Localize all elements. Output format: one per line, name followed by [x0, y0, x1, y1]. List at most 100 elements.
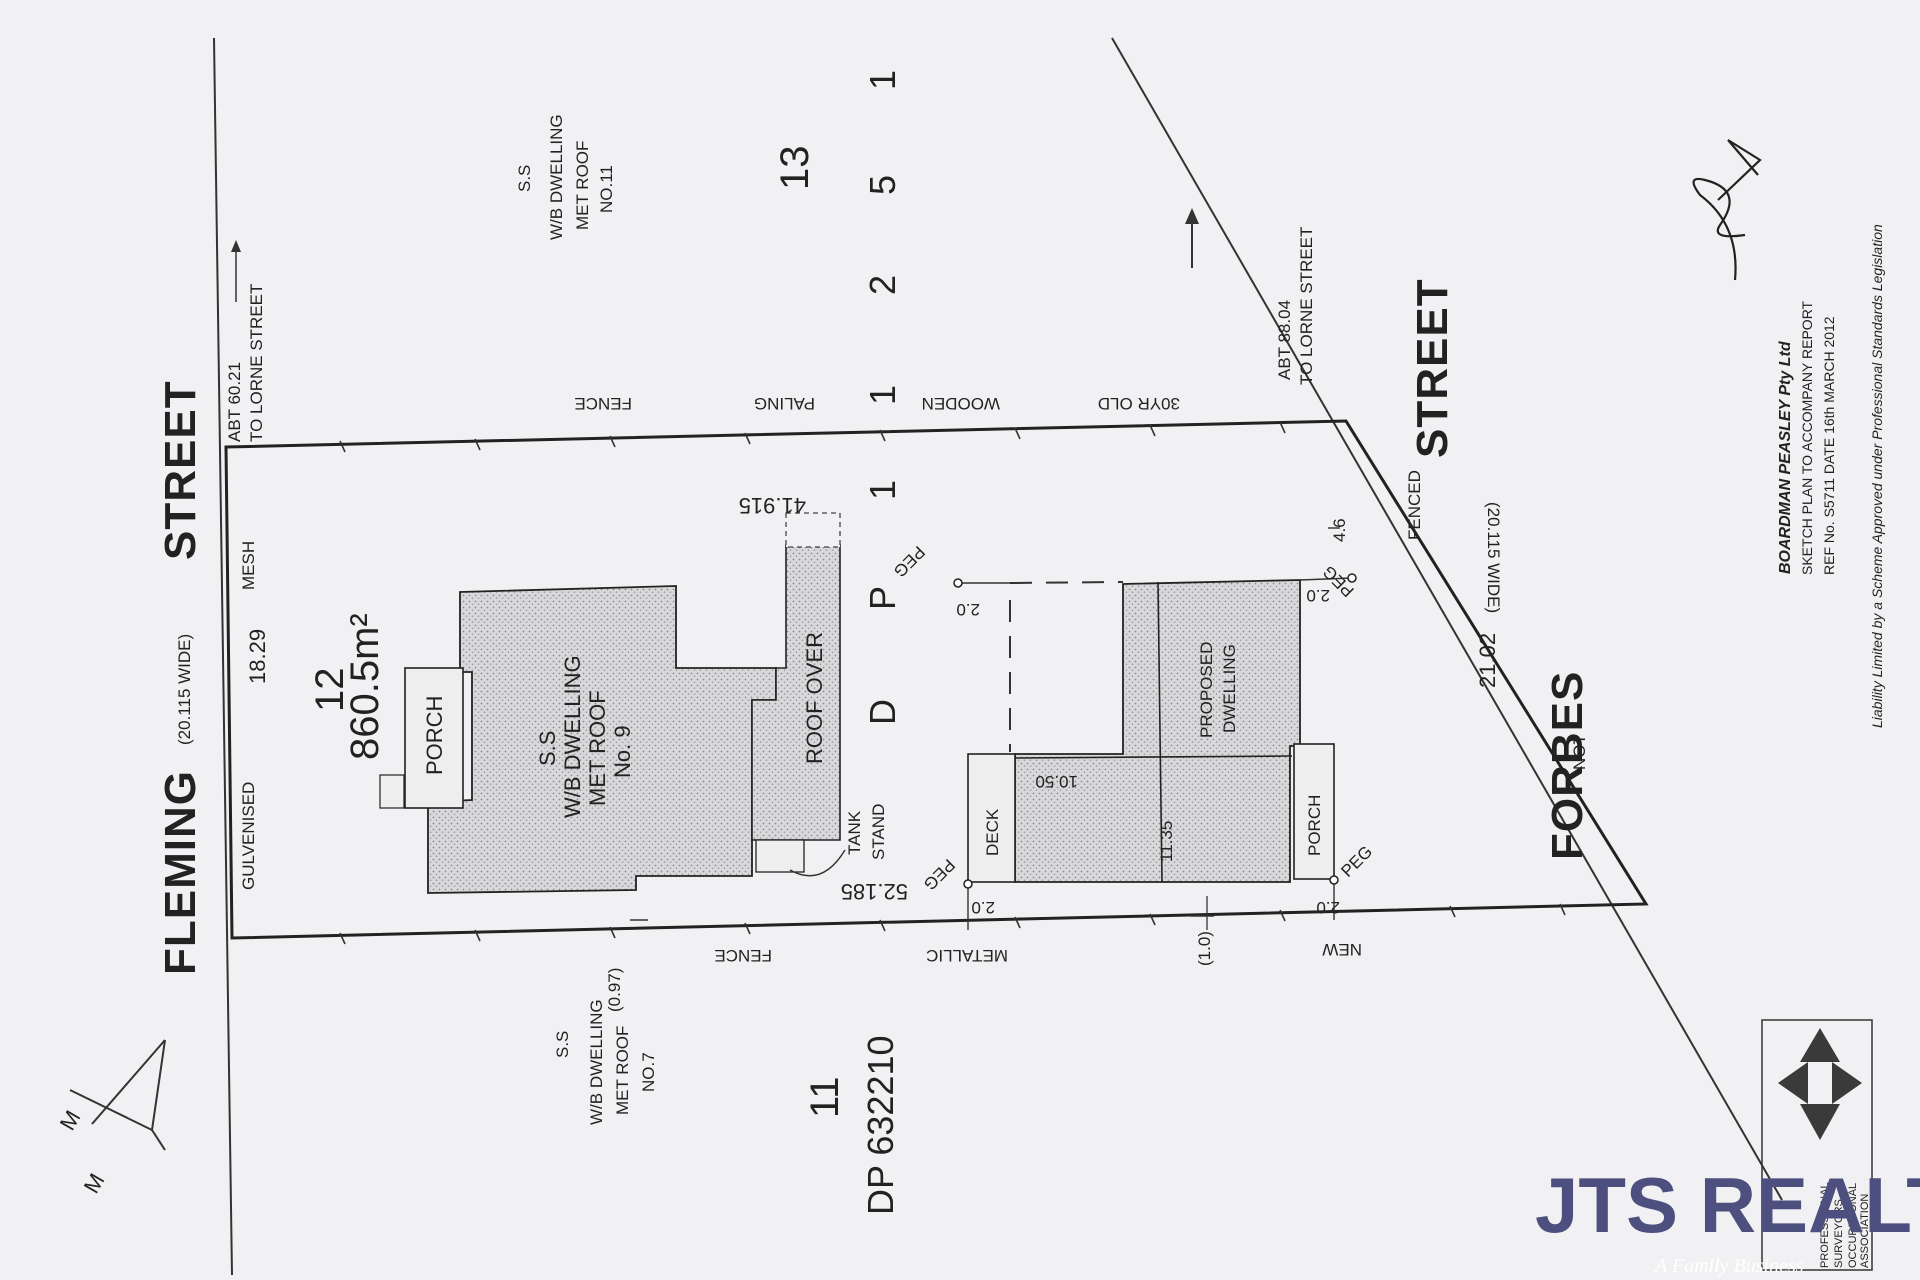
dimension-ticks — [630, 527, 1340, 921]
porch-label: PORCH — [422, 696, 447, 775]
forbes-street-suffix: STREET — [1408, 278, 1457, 458]
dim-side-right: 41.915 — [739, 493, 806, 518]
lot-11: 11 — [803, 1076, 847, 1118]
dim-side-left: 52.185 — [841, 879, 908, 904]
proposed-divider-h — [1014, 755, 1293, 759]
forbes-street-word: FORBES — [1543, 671, 1592, 860]
ref-right-to: TO LORNE STREET — [1297, 227, 1316, 385]
brand-name: JTS REALTY — [1535, 1161, 1920, 1249]
existing-line3: MET ROOF — [585, 690, 610, 806]
porch2-label: PORCH — [1305, 795, 1324, 856]
association-logo-icon — [1778, 1028, 1862, 1140]
offset-097: (0.97) — [605, 968, 624, 1012]
ref-top-arrow-head — [231, 240, 241, 252]
surveyor-line1: SKETCH PLAN TO ACCOMPANY REPORT — [1799, 300, 1815, 575]
dp-digit-2b: 2 — [862, 275, 903, 295]
dp-digit-1b: 1 — [862, 70, 903, 90]
peg-offset-top-right: 2.0 — [1306, 586, 1330, 605]
ref-top-abt: ABT 60.21 — [225, 362, 244, 442]
north-arrow — [69, 1039, 166, 1151]
fence-ticks — [339, 421, 1566, 945]
tank-stand-leader — [789, 849, 846, 877]
lot-12-boundary — [224, 419, 1649, 940]
fence-right-wooden: WOODEN — [922, 394, 1000, 413]
association-line-1: PROFESSIONAL — [1819, 1182, 1831, 1268]
fence-galvanised: GULVENISED — [239, 782, 258, 890]
existing-line2: W/B DWELLING — [560, 655, 585, 818]
n7-line1: S.S — [553, 1031, 572, 1058]
lot-12-number: 12 — [308, 668, 352, 713]
fence-right-paling: PALING — [754, 394, 815, 413]
porch-steps — [379, 774, 405, 809]
n11-line1: S.S — [515, 165, 534, 192]
dim-front: 18.29 — [245, 629, 270, 684]
roof-over — [751, 544, 841, 841]
peg-offset-lines — [958, 577, 1353, 930]
surveyor-line2: REF No. S5711 DATE 16th MARCH 2012 — [1821, 316, 1837, 575]
peg-offset-bottom-right: 2.0 — [1316, 898, 1340, 917]
tank-label-1: TANK — [845, 810, 864, 855]
surveyor-signature — [1692, 139, 1762, 281]
setout-lines — [1009, 581, 1124, 752]
proposed-line2: DWELLING — [1220, 644, 1239, 733]
tank-stand — [755, 839, 805, 873]
association-line-3: OCCUPATIONAL — [1847, 1183, 1859, 1268]
roof-over-label: ROOF OVER — [802, 632, 827, 764]
pegs — [953, 573, 1357, 889]
surveyor-firm: BOARDMAN PEASLEY Pty Ltd — [1777, 340, 1794, 574]
peg-top-left: PEG — [890, 542, 929, 581]
forbes-street-width: (20.115 WIDE) — [1484, 502, 1503, 613]
dp-letter-d: D — [862, 699, 903, 725]
association-box — [1761, 1019, 1873, 1271]
association-line-2: SURVEYORS — [1833, 1199, 1845, 1268]
deck — [967, 753, 1016, 883]
dp-letter-p: P — [862, 586, 903, 610]
north-label-2: M — [79, 1169, 110, 1197]
deck-label: DECK — [983, 808, 1002, 856]
n11-line3: MET ROOF — [573, 141, 592, 230]
forbes-street-line — [1111, 37, 1783, 1201]
proposed-dwelling — [1014, 579, 1301, 883]
proposed-divider-v — [1157, 581, 1163, 883]
proposed-line1: PROPOSED — [1197, 642, 1216, 738]
fence-left-fence: FENCE — [714, 946, 772, 965]
peg-bottom-right: PEG — [1337, 842, 1376, 881]
dp-digit-2a: 1 — [862, 385, 903, 405]
fleming-street-word: FLEMING — [156, 770, 205, 975]
n7-line2: W/B DWELLING — [587, 999, 606, 1125]
n7-line3: MET ROOF — [613, 1026, 632, 1115]
fence-mesh: MESH — [239, 541, 258, 590]
n7-line4: NO.7 — [639, 1052, 658, 1092]
dim-proposed-width: 10.50 — [1035, 772, 1078, 791]
brand-tagline: A Family Business — [1653, 1255, 1804, 1277]
ref-right-arrow-head — [1185, 208, 1199, 224]
porch-proposed — [1293, 743, 1335, 880]
dp-lower: DP 632210 — [860, 1036, 901, 1216]
dp-digit-5: 5 — [862, 175, 903, 195]
roof-over-end — [785, 512, 841, 548]
fence-rear-fenced: FENCED — [1405, 470, 1424, 540]
ref-right-abt: ABT 88.04 — [1275, 300, 1294, 380]
association-line-4: ASSOCIATION — [1859, 1194, 1871, 1268]
offset-10: (1.0) — [1195, 931, 1214, 966]
fence-right-30yr: 30YR OLD — [1098, 394, 1180, 413]
peg-offset-top-left: 2.0 — [956, 600, 980, 619]
lot-12-area: 860.5m² — [343, 613, 387, 760]
dim-rear: 21.02 — [1475, 633, 1500, 688]
existing-dwelling — [427, 585, 777, 894]
peg-bottom-left: PEG — [920, 855, 959, 894]
fence-left-metallic: METALLIC — [926, 946, 1008, 965]
surveyor-liability: Liability Limited by a Scheme Approved u… — [1869, 224, 1885, 728]
peg-offset-46: 4.6 — [1330, 518, 1349, 542]
n11-line4: NO.11 — [597, 165, 616, 213]
fence-rear-not: NOT — [1570, 734, 1589, 770]
fleming-street-suffix: STREET — [156, 380, 205, 560]
n11-line2: W/B DWELLING — [547, 114, 566, 240]
fence-left-new: NEW — [1322, 940, 1362, 959]
porch-existing — [404, 667, 464, 809]
dp-digit-1a: 1 — [862, 480, 903, 500]
lot-13: 13 — [773, 146, 817, 191]
fleming-street-width: (20.115 WIDE) — [175, 634, 194, 745]
north-label-1: M — [55, 1106, 86, 1134]
